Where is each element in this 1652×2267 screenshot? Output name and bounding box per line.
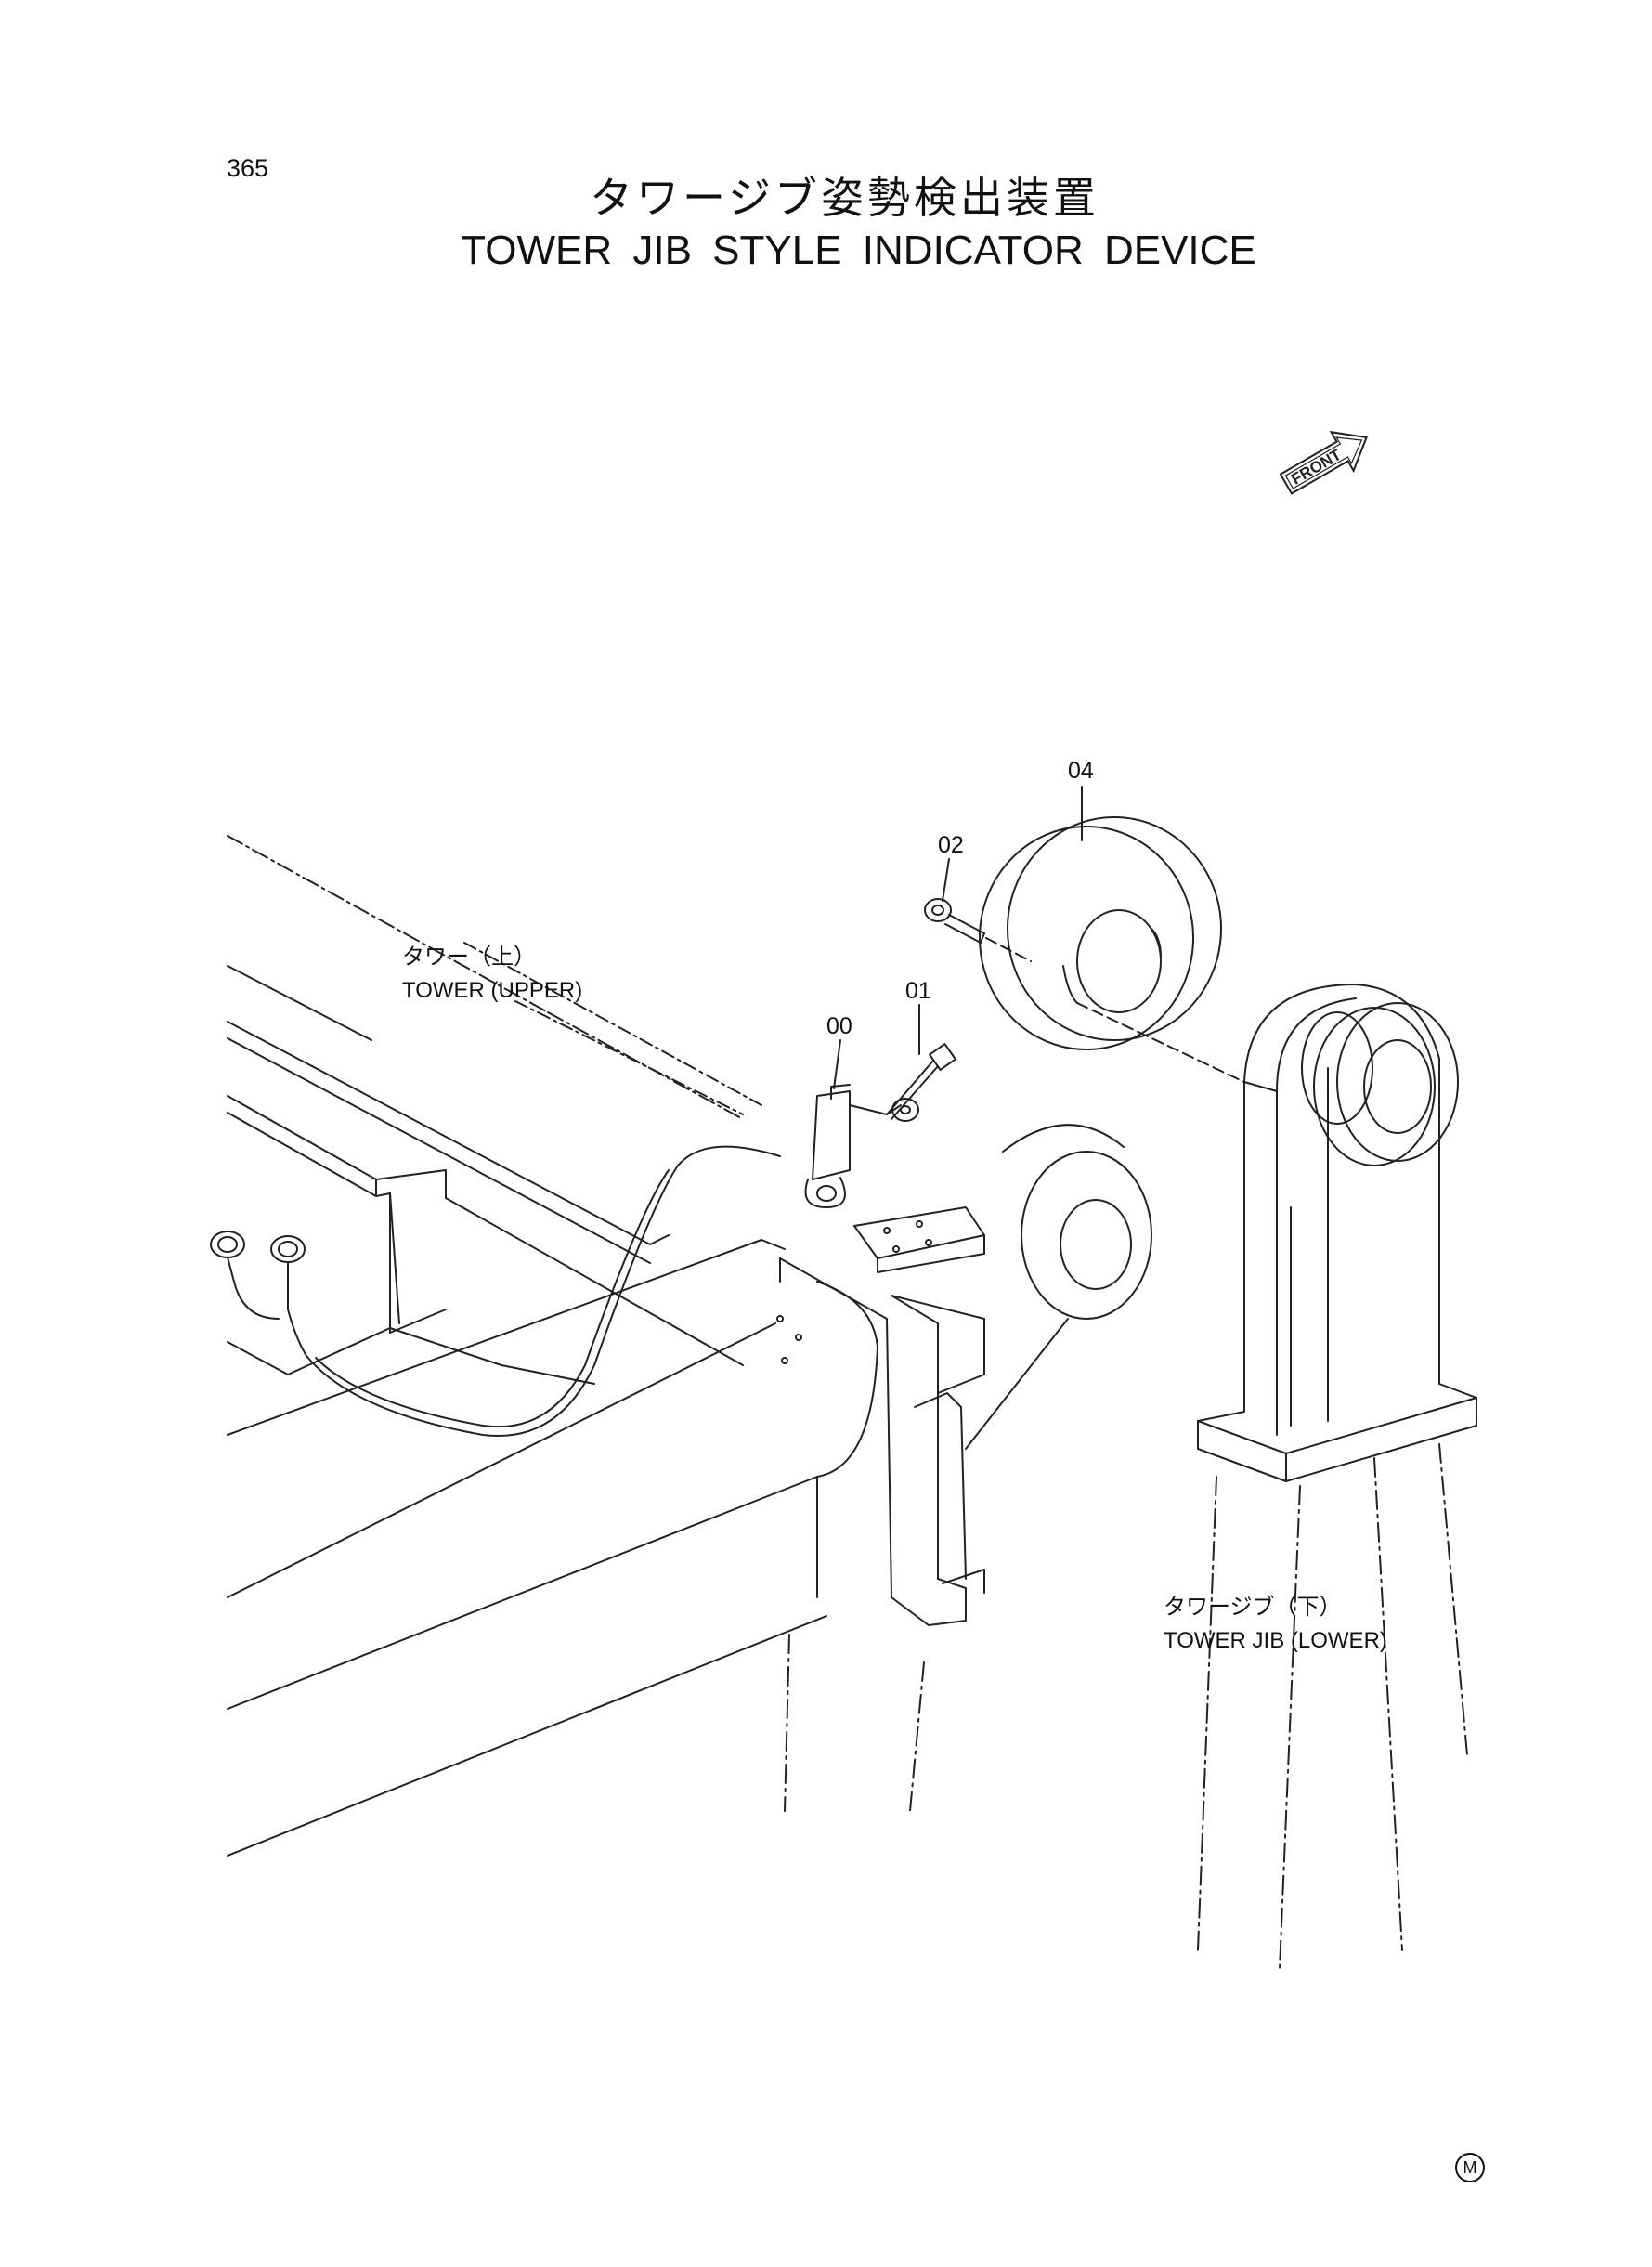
part-number-01: 01 bbox=[905, 978, 931, 1004]
connectors-and-harness bbox=[210, 1145, 781, 1437]
limit-switch bbox=[804, 1084, 919, 1208]
bolt-04 bbox=[924, 898, 1032, 962]
label-tower-jib-lower: TOWER JIB (LOWER) bbox=[1164, 1628, 1387, 1653]
page-number: 365 bbox=[227, 154, 269, 182]
part-number-04: 02 bbox=[938, 832, 964, 858]
part-number-00: 00 bbox=[826, 1013, 852, 1039]
page-title-japanese: タワージブ姿勢検出装置 bbox=[589, 173, 1100, 223]
leader-lines bbox=[514, 786, 1083, 1115]
plate-02 bbox=[979, 816, 1245, 1083]
bolt-01 bbox=[886, 1043, 956, 1120]
boom-pin-assembly bbox=[776, 1124, 1152, 1812]
front-direction-icon: FRONT bbox=[1279, 430, 1368, 495]
tower-jib-lower-bracket bbox=[1197, 984, 1477, 1970]
m-mark-icon: M bbox=[1455, 2153, 1485, 2182]
part-number-02: 04 bbox=[1068, 758, 1094, 784]
label-tower-upper: TOWER (UPPER) bbox=[402, 978, 583, 1003]
label-tower-upper-japanese: タワー（上） bbox=[402, 944, 536, 970]
label-tower-jib-lower-japanese: タワージブ（下） bbox=[1164, 1594, 1342, 1620]
page-title-english: TOWER JIB STYLE INDICATOR DEVICE bbox=[461, 228, 1256, 273]
